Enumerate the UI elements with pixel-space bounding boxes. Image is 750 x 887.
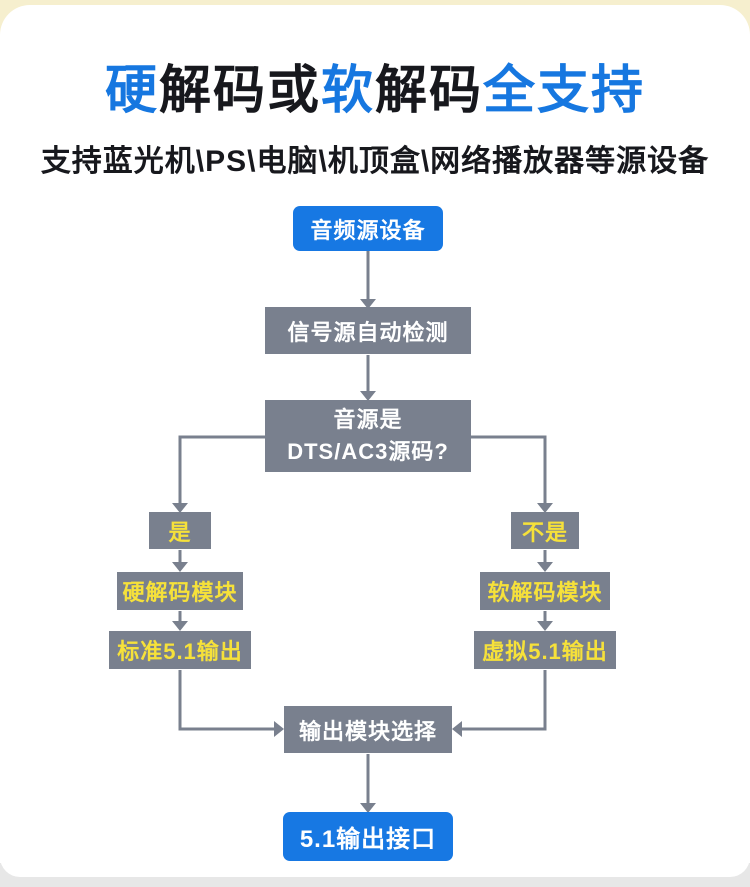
node-virtual-51-output: 虚拟5.1输出 — [474, 631, 616, 669]
node-branch-no: 不是 — [511, 512, 579, 549]
title-segment: 软 — [320, 62, 375, 120]
node-label: 虚拟5.1输出 — [482, 639, 608, 664]
node-output-module-select: 输出模块选择 — [284, 706, 452, 753]
node-label-line1: 音源是 — [333, 407, 403, 433]
title-segment: 全支持 — [483, 62, 646, 120]
node-51-output-port: 5.1输出接口 — [283, 812, 453, 861]
node-label: 信号源自动检测 — [287, 319, 449, 345]
node-signal-detect: 信号源自动检测 — [265, 307, 471, 354]
node-hard-decode-module: 硬解码模块 — [117, 572, 243, 610]
node-branch-yes: 是 — [149, 512, 211, 549]
node-source-question: 音源是 DTS/AC3源码? — [265, 400, 471, 472]
title-segment: 硬 — [104, 62, 159, 120]
node-soft-decode-module: 软解码模块 — [480, 572, 610, 610]
node-label: 是 — [168, 519, 192, 545]
node-standard-51-output: 标准5.1输出 — [109, 631, 251, 669]
node-label: 软解码模块 — [487, 580, 603, 605]
title-segment: 解码 — [375, 62, 484, 120]
node-audio-source: 音频源设备 — [293, 206, 443, 251]
node-label: 音频源设备 — [310, 217, 426, 243]
page-title: 硬解码或软解码全支持 — [0, 48, 750, 123]
node-label-line2: DTS/AC3源码? — [287, 439, 449, 464]
node-label: 不是 — [521, 519, 568, 545]
node-label: 硬解码模块 — [122, 580, 238, 605]
node-label: 输出模块选择 — [298, 718, 437, 744]
page-subtitle: 支持蓝光机\PS\电脑\机顶盒\网络播放器等源设备 — [40, 145, 710, 178]
title-segment: 解码或 — [158, 62, 321, 120]
node-label: 标准5.1输出 — [117, 639, 243, 664]
node-label: 5.1输出接口 — [299, 826, 437, 853]
